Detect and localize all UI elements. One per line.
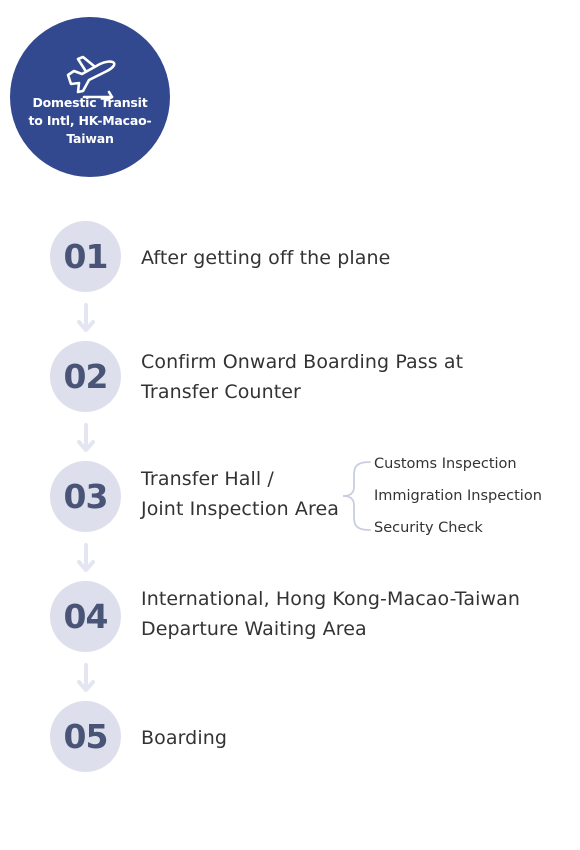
down-arrow-icon [77, 423, 95, 452]
badge-title-line: to Intl, HK-Macao- [28, 113, 152, 128]
step-label: Boarding [141, 723, 227, 753]
step-number-circle: 02 [50, 341, 121, 412]
step-label-line: Joint Inspection Area [141, 498, 340, 520]
step-number-circle: 04 [50, 581, 121, 652]
badge-title-line: Domestic Transit [32, 95, 148, 110]
badge-title: Domestic Transit to Intl, HK-Macao- Taiw… [20, 94, 160, 148]
step-label: International, Hong Kong-Macao-Taiwan De… [141, 584, 520, 644]
step-label-line: Boarding [141, 727, 228, 749]
step-label-line: Departure Waiting Area [141, 618, 367, 640]
transit-type-badge: Domestic Transit to Intl, HK-Macao- Taiw… [10, 17, 170, 177]
down-arrow-icon [77, 663, 95, 692]
sub-step-label: Security Check [374, 520, 483, 536]
step-label: Transfer Hall / Joint Inspection Area [141, 464, 339, 524]
down-arrow-icon [77, 303, 95, 332]
step-label-line: Transfer Counter [141, 381, 301, 403]
step-label: Confirm Onward Boarding Pass at Transfer… [141, 347, 463, 407]
step-label-line: Transfer Hall / [141, 468, 274, 490]
step-label-line: Confirm Onward Boarding Pass at [141, 351, 464, 373]
step-number-circle: 03 [50, 461, 121, 532]
step-number-circle: 01 [50, 221, 121, 292]
step-label-line: After getting off the plane [141, 247, 391, 269]
step-number-circle: 05 [50, 701, 121, 772]
sub-step-label: Customs Inspection [374, 456, 517, 472]
step-label-line: International, Hong Kong-Macao-Taiwan [141, 588, 521, 610]
curly-brace-icon [342, 461, 371, 531]
plane-departure-icon [66, 55, 116, 102]
badge-title-line: Taiwan [66, 131, 114, 146]
sub-step-label: Immigration Inspection [374, 488, 542, 504]
down-arrow-icon [77, 543, 95, 572]
step-label: After getting off the plane [141, 243, 390, 273]
